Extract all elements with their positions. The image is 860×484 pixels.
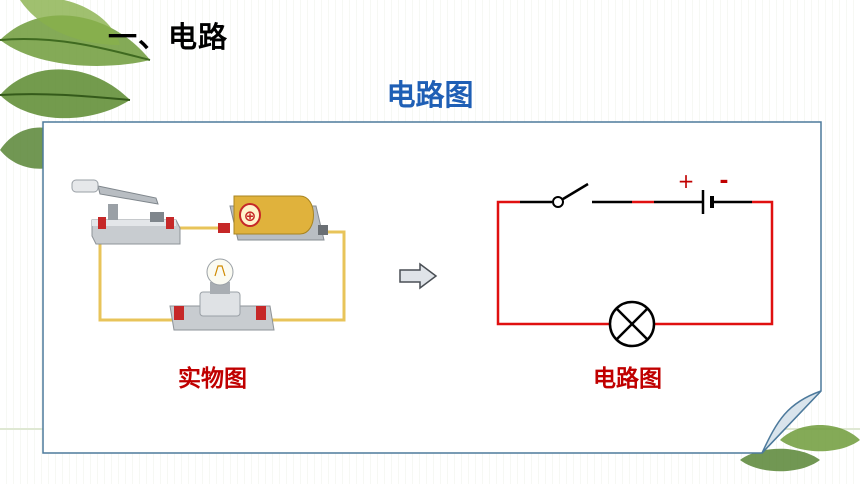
leaf-icon	[0, 69, 131, 119]
page-title: 一、电路	[108, 20, 229, 54]
light-bulb	[169, 258, 275, 331]
right-arrow-icon	[399, 262, 438, 290]
circuit-diagram-caption: 电路图	[593, 365, 662, 392]
leaf-icon	[740, 448, 820, 472]
switch-symbol	[552, 182, 589, 208]
section-heading: 电路图	[386, 78, 474, 112]
physical-circuit: ⊕	[71, 179, 346, 331]
battery: ⊕	[218, 195, 328, 241]
battery-symbol: ⊕	[244, 207, 257, 225]
lamp-symbol	[608, 300, 656, 348]
physical-diagram-caption: 实物图	[178, 365, 247, 392]
plus-label: +	[678, 169, 695, 193]
schematic-circuit: + -	[496, 169, 774, 348]
battery-symbol-schematic	[701, 190, 714, 214]
minus-label: -	[719, 169, 728, 194]
knife-switch	[71, 179, 181, 245]
battery-plus-icon	[239, 203, 261, 227]
page-curl	[761, 390, 822, 454]
leaf-icon	[0, 15, 151, 66]
schematic-wires	[496, 200, 774, 326]
leaf-icon	[20, 0, 120, 45]
leaf-icon	[780, 425, 860, 452]
physical-wires	[98, 226, 346, 322]
